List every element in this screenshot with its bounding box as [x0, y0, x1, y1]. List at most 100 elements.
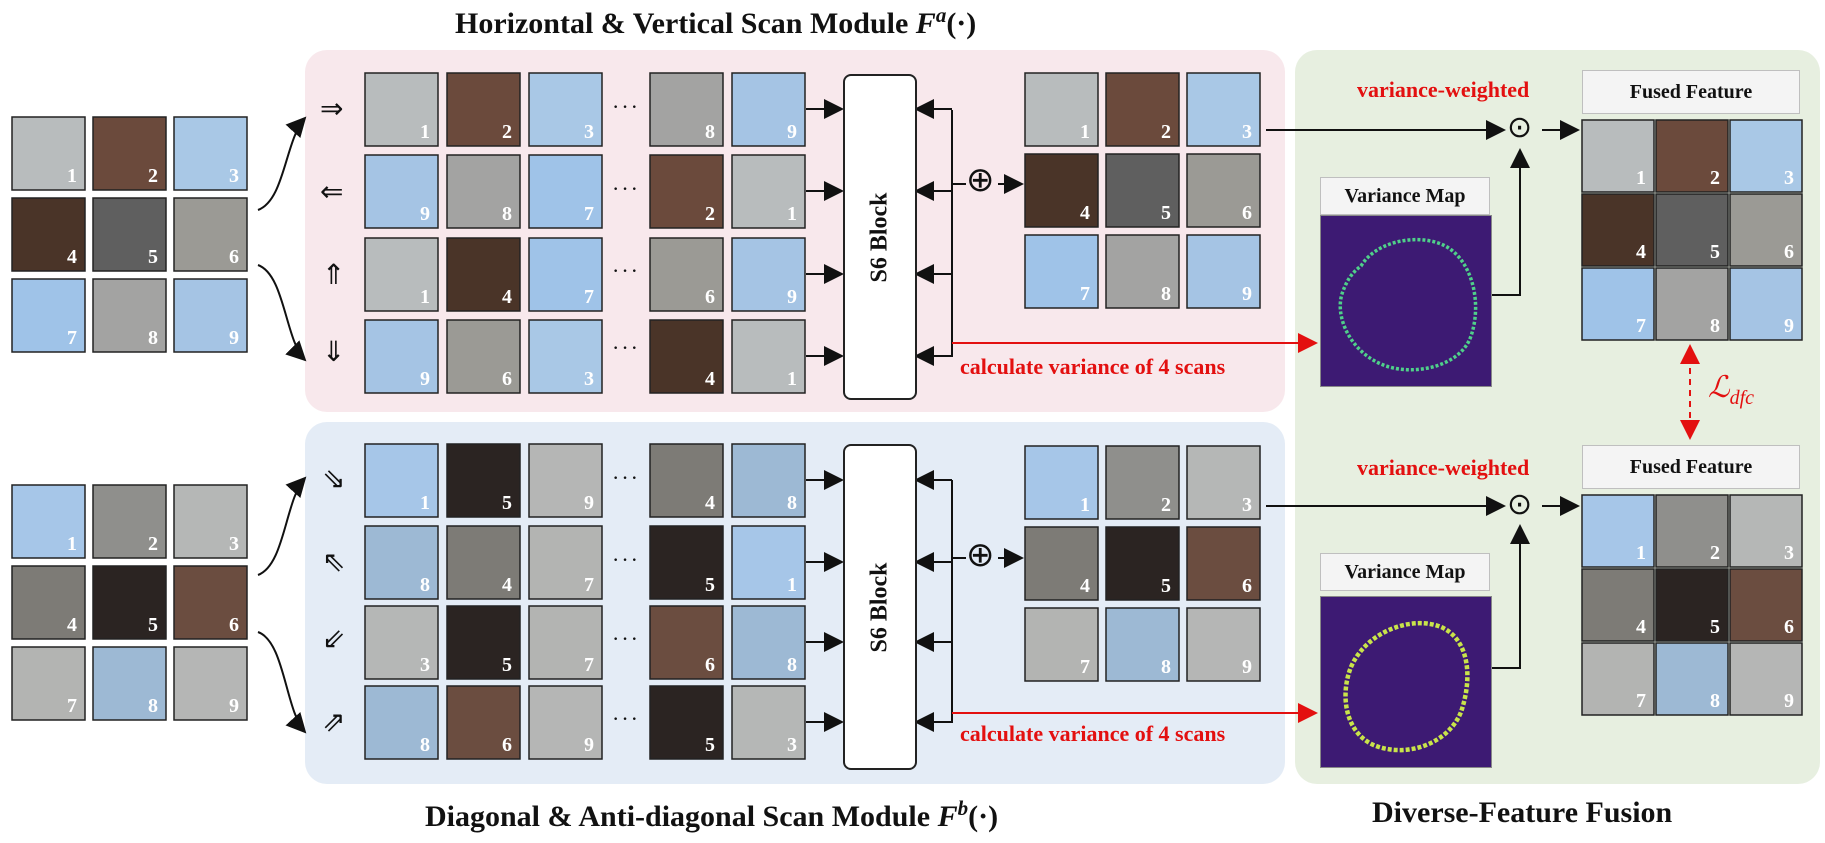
calc-variance-label-bottom: calculate variance of 4 scans — [960, 721, 1226, 746]
tile-label: 9 — [1784, 690, 1794, 712]
tile-label: 7 — [584, 203, 594, 225]
bottom-title-symbol: F — [937, 800, 958, 833]
output-top-tile-4: 4 — [1024, 153, 1099, 228]
bottom-scan-0-tile-5: 5 — [446, 443, 521, 518]
top-title-tail: (·) — [946, 7, 977, 40]
ellipsis-5: ··· — [612, 465, 640, 490]
output-top-tile-3: 3 — [1186, 72, 1261, 147]
bottom-scan-1-tile-8: 8 — [364, 525, 439, 600]
output-top-tile-8: 8 — [1105, 234, 1180, 309]
tile-label: 7 — [1080, 656, 1090, 678]
tile-label: 4 — [502, 574, 512, 596]
tile-label: 9 — [420, 203, 430, 225]
variance-map-header-top: Variance Map — [1320, 177, 1490, 215]
tile-label: 5 — [1161, 202, 1171, 224]
tile-label: 1 — [787, 368, 797, 390]
tile-label: 1 — [1080, 494, 1090, 516]
tile-label: 9 — [787, 286, 797, 308]
tile-label: 6 — [705, 286, 715, 308]
input-diag-curve-bottom — [257, 631, 307, 734]
variance-contour-top-icon — [1338, 237, 1478, 372]
fused-bottom-tile-4: 4 — [1581, 568, 1655, 642]
tile-label: 8 — [787, 654, 797, 676]
tile-label: 3 — [787, 734, 797, 756]
tile-label: 4 — [67, 614, 77, 636]
scan-arrow-down-icon: ⇓ — [322, 335, 346, 368]
output-top-tile-2: 2 — [1105, 72, 1180, 147]
top-scan-2-tile-6: 6 — [649, 237, 724, 312]
input-bottom-tile-5: 5 — [92, 565, 167, 640]
ellipsis-1: ··· — [612, 94, 640, 119]
fused-feature-header-bottom: Fused Feature — [1582, 445, 1800, 489]
bottom-title-tail: (·) — [968, 800, 999, 833]
input-top-tile-1: 1 — [11, 116, 86, 191]
tile-label: 3 — [584, 121, 594, 143]
fused-bottom-tile-5: 5 — [1655, 568, 1729, 642]
input-bottom-tile-4: 4 — [11, 565, 86, 640]
tile-label: 2 — [1161, 494, 1171, 516]
tile-label: 1 — [420, 492, 430, 514]
fusion-title: Diverse-Feature Fusion — [1372, 796, 1673, 829]
bottom-title-text: Diagonal & Anti-diagonal Scan Module — [425, 800, 931, 833]
tile-label: 6 — [229, 614, 239, 636]
top-scan-2-tile-4: 4 — [446, 237, 521, 312]
output-top-tile-5: 5 — [1105, 153, 1180, 228]
loss-subscript: dfc — [1729, 387, 1755, 409]
tile-label: 1 — [420, 286, 430, 308]
input-top-tile-6: 6 — [173, 197, 248, 272]
input-to-scan-bottom-curve — [257, 264, 307, 362]
top-scan-2-tile-7: 7 — [528, 237, 603, 312]
bottom-scan-0-tile-8: 8 — [731, 443, 806, 518]
top-scan-0-tile-8: 8 — [649, 72, 724, 147]
tile-label: 8 — [1710, 315, 1720, 337]
top-scan-0-tile-9: 9 — [731, 72, 806, 147]
calc-variance-label-top: calculate variance of 4 scans — [960, 354, 1226, 379]
tile-label: 3 — [584, 368, 594, 390]
bottom-scan-2-tile-8: 8 — [731, 605, 806, 680]
output-top-tile-9: 9 — [1186, 234, 1261, 309]
tile-label: 5 — [1710, 241, 1720, 263]
tile-label: 8 — [787, 492, 797, 514]
output-bottom-tile-9: 9 — [1186, 607, 1261, 682]
tile-label: 6 — [229, 246, 239, 268]
tile-label: 2 — [502, 121, 512, 143]
scan-arrow-up-icon: ⇑ — [322, 258, 346, 291]
input-top-tile-5: 5 — [92, 197, 167, 272]
tile-label: 4 — [1080, 575, 1090, 597]
tile-label: 4 — [705, 492, 715, 514]
scan-arrow-diag-down-left-icon: ⇙ — [322, 622, 346, 655]
tile-label: 1 — [67, 165, 77, 187]
tile-label: 9 — [787, 121, 797, 143]
bottom-scan-1-tile-7: 7 — [528, 525, 603, 600]
tile-label: 5 — [705, 574, 715, 596]
fused-bottom-tile-7: 7 — [1581, 642, 1655, 716]
tile-label: 2 — [148, 165, 158, 187]
input-top-tile-3: 3 — [173, 116, 248, 191]
bottom-scan-2-tile-7: 7 — [528, 605, 603, 680]
bottom-scan-3-tile-3: 3 — [731, 685, 806, 760]
scan-arrow-diag-down-right-icon: ⇘ — [322, 462, 346, 495]
top-scan-2-tile-9: 9 — [731, 237, 806, 312]
bottom-scan-0-tile-4: 4 — [649, 443, 724, 518]
top-scan-3-tile-1: 1 — [731, 319, 806, 394]
ellipsis-4: ··· — [612, 335, 640, 360]
tile-label: 5 — [148, 246, 158, 268]
s6-label-top: S6 Block — [866, 191, 893, 283]
tile-label: 9 — [584, 734, 594, 756]
tile-label: 5 — [1161, 575, 1171, 597]
tile-label: 8 — [1161, 283, 1171, 305]
bottom-scan-1-tile-4: 4 — [446, 525, 521, 600]
input-to-scan-top-curve — [257, 116, 307, 211]
input-top-tile-9: 9 — [173, 278, 248, 353]
scan-arrow-diag-up-right-icon: ⇗ — [322, 705, 346, 738]
tile-label: 6 — [1784, 241, 1794, 263]
scan-arrow-right-icon: ⇒ — [320, 92, 344, 125]
ellipsis-7: ··· — [612, 626, 640, 651]
tile-label: 2 — [705, 203, 715, 225]
top-title-sup: a — [935, 3, 947, 27]
input-bottom-tile-7: 7 — [11, 646, 86, 721]
fused-top-tile-3: 3 — [1729, 119, 1803, 193]
bottom-scan-2-tile-6: 6 — [649, 605, 724, 680]
bottom-module-title: Diagonal & Anti-diagonal Scan Module Fb(… — [425, 796, 998, 834]
sum-operator-top: ⊕ — [966, 160, 995, 200]
